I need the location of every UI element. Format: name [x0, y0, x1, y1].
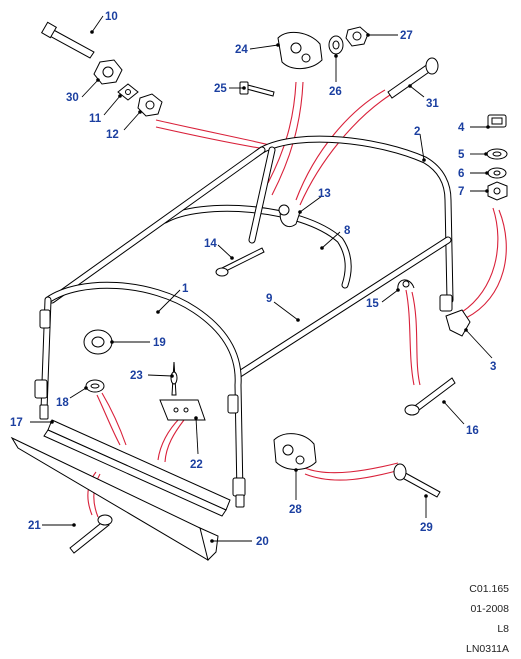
callout-14: 14 [204, 238, 217, 250]
callout-9: 9 [266, 293, 272, 305]
callout-25: 25 [214, 83, 227, 95]
nut-7-shape [487, 181, 508, 201]
callout-11: 11 [89, 113, 102, 125]
washer-11-shape [117, 83, 139, 101]
washer-18-shape [85, 379, 105, 393]
rivet-21-shape [69, 514, 113, 554]
rail-17-shape [43, 419, 231, 517]
catalog-code: C01.165 [469, 583, 509, 595]
callout-31: 31 [426, 98, 439, 110]
callout-27: 27 [400, 30, 413, 42]
callout-4: 4 [458, 122, 465, 134]
parts [10, 21, 508, 561]
page-code: L8 [497, 623, 509, 635]
callout-18: 18 [56, 397, 69, 409]
reference-block: C01.165 01-2008 L8 LN0311A [466, 583, 509, 655]
callout-28: 28 [289, 504, 302, 516]
callout-6: 6 [458, 168, 464, 180]
callout-12: 12 [106, 129, 119, 141]
leader-lines [30, 15, 493, 543]
illustration-number: LN0311A [465, 643, 509, 655]
callout-23: 23 [130, 370, 143, 382]
callout-24: 24 [235, 44, 248, 56]
bolt-4-shape [487, 114, 507, 128]
callout-21: 21 [28, 520, 41, 532]
bolt-10-shape [40, 21, 95, 59]
callout-26: 26 [329, 86, 342, 98]
callout-7: 7 [458, 186, 464, 198]
clamp-28-shape [273, 433, 317, 470]
clamp-24-shape [277, 31, 323, 69]
washer-5-shape [486, 148, 508, 160]
bracket-22-shape [159, 399, 206, 421]
callout-13: 13 [318, 188, 331, 200]
issue-date: 01-2008 [470, 603, 509, 615]
callout-20: 20 [256, 536, 269, 548]
foot-3-shape [445, 309, 471, 337]
callout-8: 8 [344, 225, 351, 237]
callout-17: 17 [10, 417, 23, 429]
callout-19: 19 [153, 337, 166, 349]
callout-labels: 1 2 3 4 5 6 7 8 9 10 11 12 13 14 15 16 1… [10, 11, 496, 548]
washer-26-shape [328, 35, 344, 55]
shackle-13-shape [278, 204, 301, 228]
eyelet-15-shape [397, 279, 415, 291]
callout-15: 15 [366, 298, 379, 310]
callout-29: 29 [420, 522, 433, 534]
rivet-14-shape [215, 247, 265, 277]
callout-10: 10 [105, 11, 118, 23]
callout-5: 5 [458, 149, 465, 161]
nut-30-shape [93, 59, 123, 85]
callout-16: 16 [466, 425, 479, 437]
nut-12-shape [137, 93, 163, 117]
callout-3: 3 [490, 361, 496, 373]
callout-30: 30 [66, 92, 79, 104]
callout-22: 22 [190, 459, 203, 471]
washer-6-shape [487, 167, 507, 179]
grommet-19-shape [83, 329, 113, 355]
hood-frame [34, 135, 454, 508]
nut-27-shape [345, 26, 369, 47]
rivet-16-shape [404, 377, 456, 416]
rivet-31-shape [387, 57, 439, 99]
callout-1: 1 [182, 283, 189, 295]
callout-2: 2 [414, 126, 420, 138]
rail-20-shape [10, 436, 219, 561]
rivet-29-shape [393, 463, 441, 498]
rivet-23-shape [170, 361, 178, 396]
